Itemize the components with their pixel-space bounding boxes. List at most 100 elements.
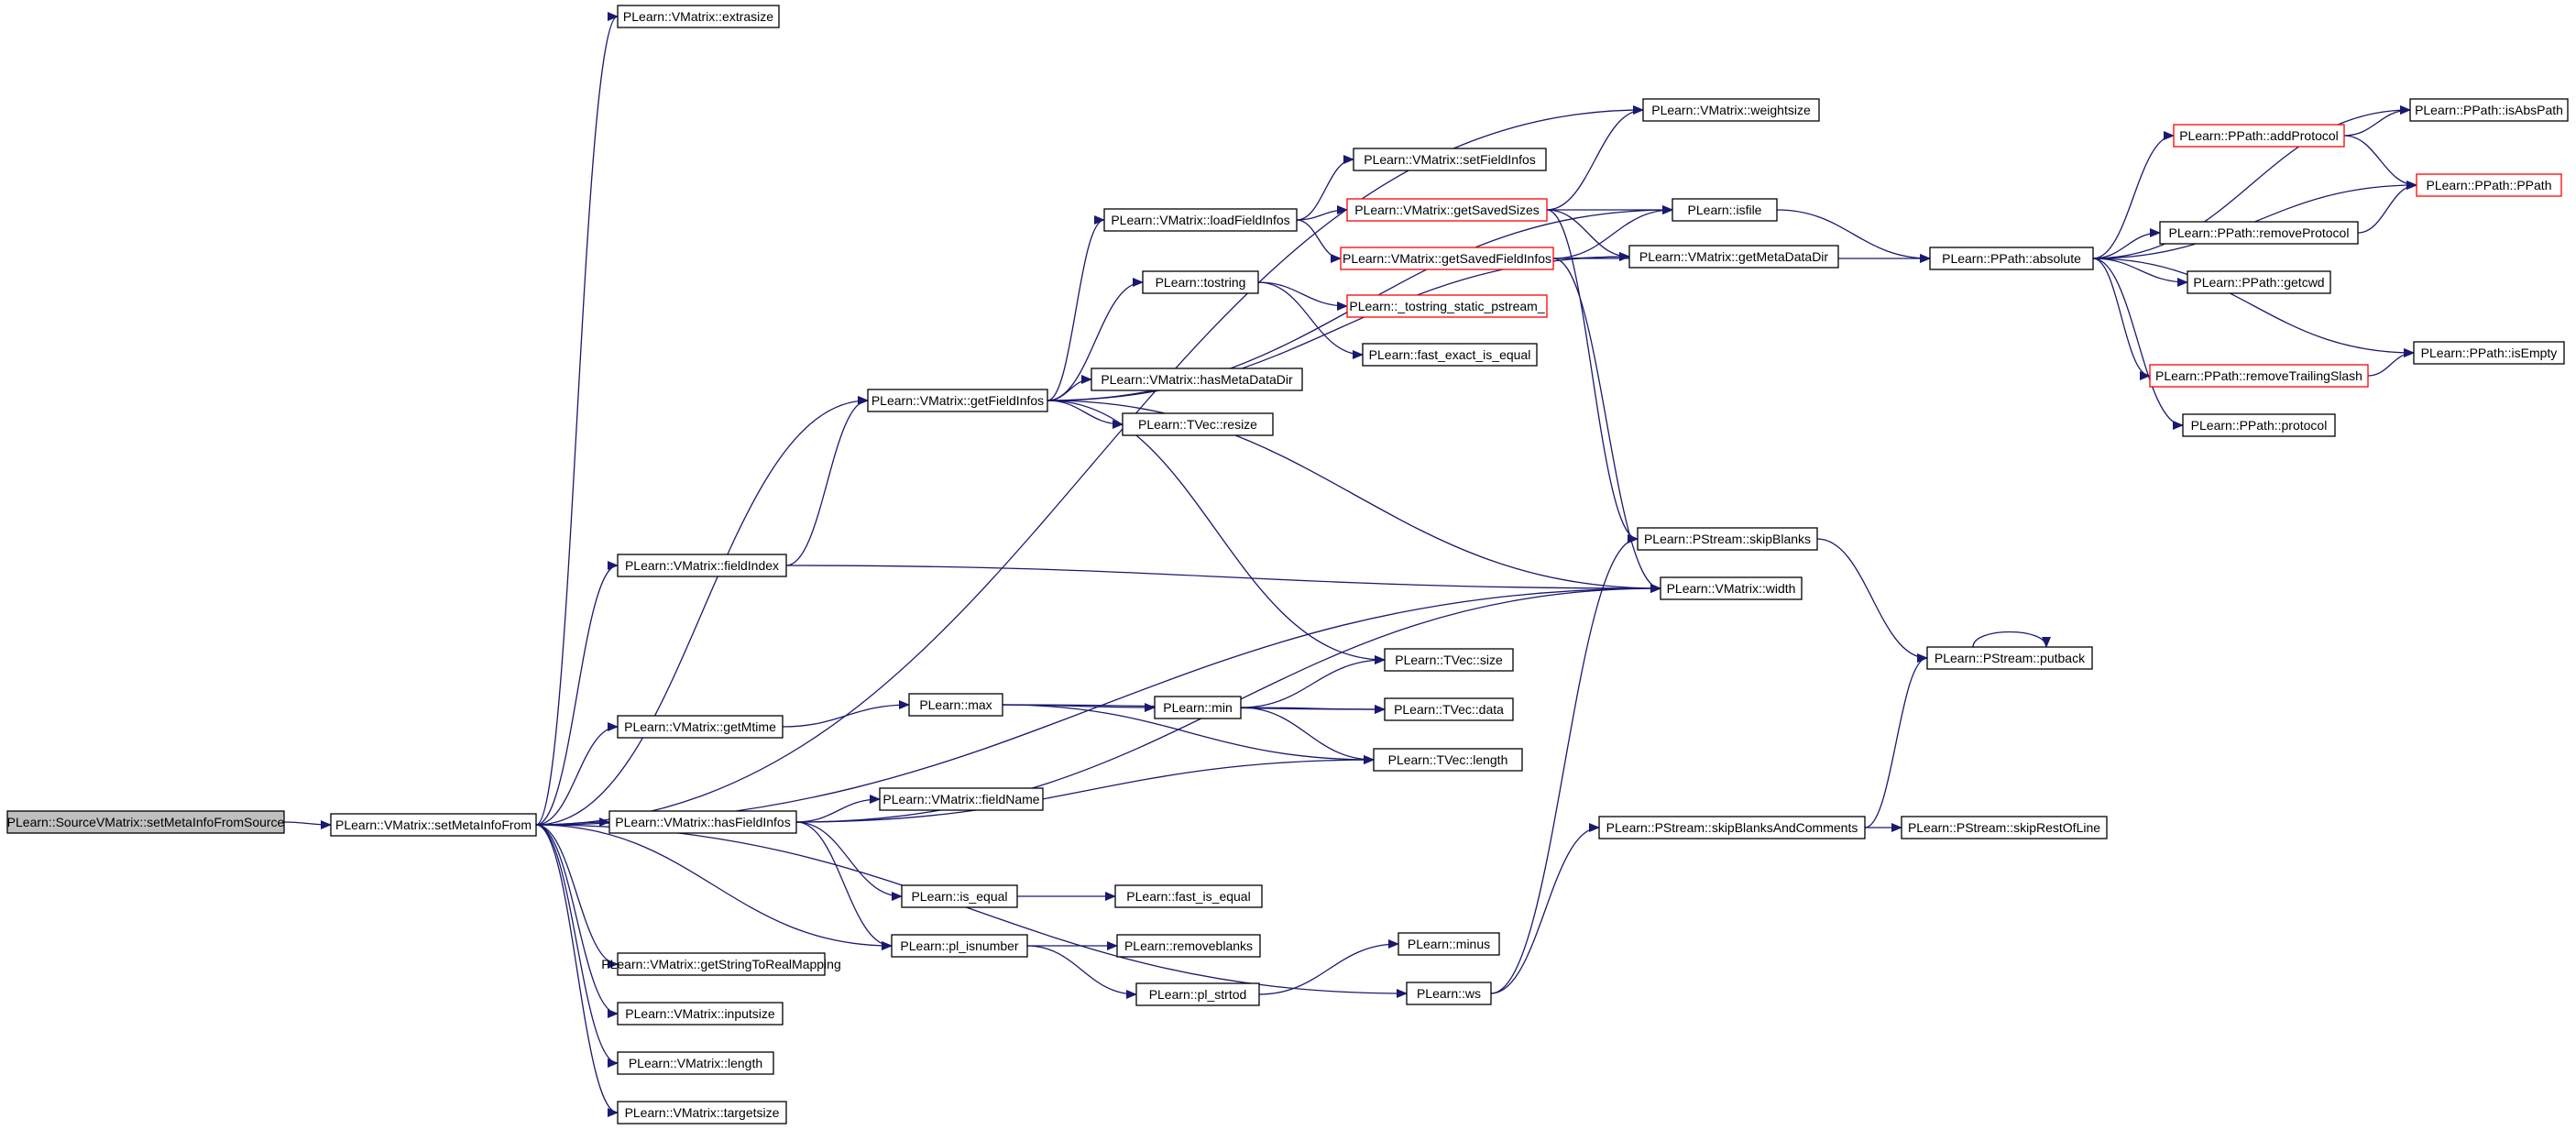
node-inputsize[interactable]: PLearn::VMatrix::inputsize — [617, 1002, 784, 1026]
node-extrasize[interactable]: PLearn::VMatrix::extrasize — [617, 5, 780, 28]
node-getMtime[interactable]: PLearn::VMatrix::getMtime — [617, 715, 784, 739]
node-fieldIndex[interactable]: PLearn::VMatrix::fieldIndex — [617, 554, 787, 577]
edge-hasFieldInfos-to-tvec_length — [795, 755, 1375, 823]
edge-ws-to-skipBlanksAndComments — [1490, 823, 1600, 994]
edge-addProtocol-to-ppath — [2343, 135, 2417, 190]
node-max[interactable]: PLearn::max — [908, 693, 1003, 717]
node-box — [1091, 368, 1303, 391]
edge-min-to-tvec_data — [1240, 704, 1386, 714]
edge-getSavedSizes-to-skipBlanks — [1546, 209, 1639, 543]
node-weightsize[interactable]: PLearn::VMatrix::weightsize — [1642, 98, 1820, 122]
node-tostring_static[interactable]: PLearn::_tostring_static_pstream_ — [1346, 294, 1548, 318]
node-minus[interactable]: PLearn::minus — [1398, 932, 1500, 956]
node-putback[interactable]: PLearn::PStream::putback — [1926, 646, 2093, 670]
node-label: PLearn::tostring — [1156, 275, 1246, 290]
node-box — [1362, 343, 1538, 367]
edge-getFieldInfos-to-hasMetaDataDir — [1047, 375, 1092, 401]
node-box — [1346, 198, 1548, 222]
node-fieldName[interactable]: PLearn::VMatrix::fieldName — [879, 787, 1044, 811]
edge-setMetaInfoFrom-to-getFieldInfos — [535, 396, 869, 826]
edge-loadFieldInfos-to-setFieldInfos — [1296, 155, 1354, 221]
node-loadFieldInfos[interactable]: PLearn::VMatrix::loadFieldInfos — [1103, 208, 1298, 232]
node-box — [2173, 124, 2345, 148]
edge-min-to-tvec_length — [1240, 707, 1375, 764]
edge-ws-to-skipBlanks — [1490, 534, 1639, 994]
node-box — [1926, 646, 2093, 670]
node-fast_is_equal[interactable]: PLearn::fast_is_equal — [1114, 884, 1263, 908]
edge-setMetaInfoFrom-to-getMtime — [535, 722, 619, 826]
node-label: PLearn::PStream::putback — [1935, 651, 2086, 665]
edge-addProtocol-to-isAbsPath — [2343, 105, 2411, 137]
node-fast_exact_is_equal[interactable]: PLearn::fast_exact_is_equal — [1362, 343, 1538, 367]
node-isEmpty[interactable]: PLearn::PPath::isEmpty — [2413, 341, 2565, 365]
node-setMetaInfoFrom[interactable]: PLearn::VMatrix::setMetaInfoFrom — [330, 813, 537, 837]
node-absolute[interactable]: PLearn::PPath::absolute — [1929, 247, 2094, 270]
node-skipBlanks[interactable]: PLearn::PStream::skipBlanks — [1637, 527, 1818, 551]
node-getSavedSizes[interactable]: PLearn::VMatrix::getSavedSizes — [1346, 198, 1548, 222]
node-box — [1406, 982, 1492, 1005]
node-removeTrailingSlash[interactable]: PLearn::PPath::removeTrailingSlash — [2149, 364, 2369, 388]
node-label: PLearn::ws — [1417, 986, 1481, 1001]
edge-min-to-tvec_size — [1240, 655, 1386, 708]
edge-setMetaInfoFrom-to-extrasize — [535, 12, 619, 826]
edge-skipBlanksAndComments-to-putback — [1864, 653, 1928, 828]
node-label: PLearn::TVec::data — [1394, 702, 1504, 717]
node-label: PLearn::removeblanks — [1124, 938, 1253, 953]
node-pl_isnumber[interactable]: PLearn::pl_isnumber — [891, 934, 1028, 958]
node-isAbsPath[interactable]: PLearn::PPath::isAbsPath — [2409, 98, 2569, 122]
node-tvec_size[interactable]: PLearn::TVec::size — [1384, 648, 1514, 672]
node-pl_strtod[interactable]: PLearn::pl_strtod — [1135, 982, 1260, 1006]
node-setFieldInfos[interactable]: PLearn::VMatrix::setFieldInfos — [1353, 148, 1547, 171]
node-hasMetaDataDir[interactable]: PLearn::VMatrix::hasMetaDataDir — [1091, 368, 1303, 391]
node-width[interactable]: PLearn::VMatrix::width — [1660, 576, 1803, 600]
node-tostring[interactable]: PLearn::tostring — [1142, 270, 1259, 294]
edge-setMetaInfoFrom-to-targetsize — [535, 824, 619, 1117]
node-tvec_data[interactable]: PLearn::TVec::data — [1384, 697, 1514, 721]
node-removeblanks[interactable]: PLearn::removeblanks — [1116, 934, 1261, 958]
edge-loadFieldInfos-to-getSavedFieldInfos — [1296, 219, 1342, 263]
node-length[interactable]: PLearn::VMatrix::length — [617, 1051, 774, 1075]
node-label: PLearn::VMatrix::fieldIndex — [625, 558, 779, 573]
node-skipRestOfLine[interactable]: PLearn::PStream::skipRestOfLine — [1901, 816, 2108, 839]
node-ws[interactable]: PLearn::ws — [1406, 982, 1492, 1005]
node-getSavedFieldInfos[interactable]: PLearn::VMatrix::getSavedFieldInfos — [1340, 247, 1554, 270]
node-hasFieldInfos[interactable]: PLearn::VMatrix::hasFieldInfos — [608, 810, 797, 834]
node-box — [908, 693, 1003, 717]
node-getcwd[interactable]: PLearn::PPath::getcwd — [2187, 270, 2331, 294]
node-getStringToRealMapping[interactable]: PLearn::VMatrix::getStringToRealMapping — [601, 952, 841, 976]
node-label: PLearn::PPath::removeProtocol — [2169, 225, 2350, 240]
node-min[interactable]: PLearn::min — [1154, 696, 1242, 719]
node-box — [1142, 270, 1259, 294]
node-removeProtocol[interactable]: PLearn::PPath::removeProtocol — [2159, 221, 2359, 245]
node-box — [1642, 98, 1820, 122]
node-label: PLearn::PPath::addProtocol — [2179, 128, 2339, 143]
node-label: PLearn::PPath::removeTrailingSlash — [2155, 368, 2362, 383]
node-box — [2413, 341, 2565, 365]
node-box — [1672, 198, 1778, 222]
node-root[interactable]: PLearn::SourceVMatrix::setMetaInfoFromSo… — [6, 810, 285, 834]
node-box — [1116, 934, 1261, 958]
node-box — [1373, 748, 1523, 772]
node-label: PLearn::isfile — [1688, 203, 1762, 217]
node-box — [2182, 413, 2336, 437]
node-box — [1346, 294, 1548, 318]
edge-loadFieldInfos-to-getSavedSizes — [1296, 205, 1348, 221]
node-tvec_length[interactable]: PLearn::TVec::length — [1373, 748, 1523, 772]
node-box — [1929, 247, 2094, 270]
node-label: PLearn::PPath::getcwd — [2193, 275, 2324, 290]
node-addProtocol[interactable]: PLearn::PPath::addProtocol — [2173, 124, 2345, 148]
node-targetsize[interactable]: PLearn::VMatrix::targetsize — [617, 1101, 787, 1125]
edge-getSavedFieldInfos-to-isfile — [1552, 205, 1673, 259]
node-skipBlanksAndComments[interactable]: PLearn::PStream::skipBlanksAndComments — [1598, 816, 1866, 839]
node-tvec_resize[interactable]: PLearn::TVec::resize — [1122, 412, 1274, 436]
node-isfile[interactable]: PLearn::isfile — [1672, 198, 1778, 222]
node-ppath[interactable]: PLearn::PPath::PPath — [2416, 173, 2562, 197]
node-getMetaDataDir[interactable]: PLearn::VMatrix::getMetaDataDir — [1628, 245, 1839, 269]
node-box — [1135, 982, 1260, 1006]
node-protocol[interactable]: PLearn::PPath::protocol — [2182, 413, 2336, 437]
node-label: PLearn::VMatrix::fieldName — [882, 792, 1039, 806]
node-is_equal[interactable]: PLearn::is_equal — [901, 884, 1018, 908]
node-getFieldInfos[interactable]: PLearn::VMatrix::getFieldInfos — [867, 389, 1048, 412]
node-label: PLearn::PStream::skipBlanksAndComments — [1606, 820, 1858, 835]
node-box — [6, 810, 285, 834]
